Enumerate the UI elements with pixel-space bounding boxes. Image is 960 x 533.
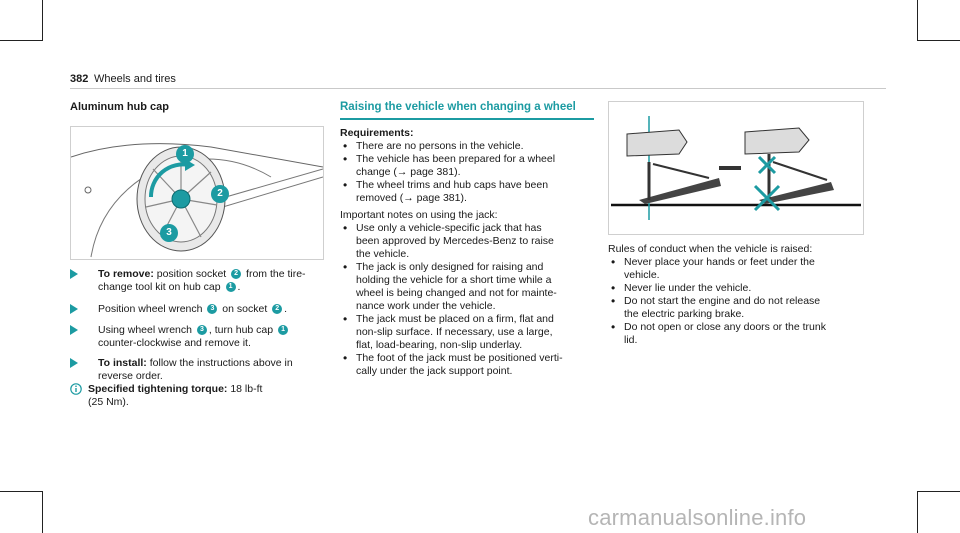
list-item: The wheel trims and hub caps have beenre… (340, 179, 600, 205)
list-item: There are no persons in the vehicle. (340, 140, 600, 153)
torque-value: 18 lb-ft (227, 383, 263, 395)
step-prefix: To remove: (98, 268, 154, 280)
ref-1: 1 (225, 282, 236, 293)
step-arrow-icon (70, 358, 78, 368)
heading-rule (340, 118, 594, 120)
page-number: 382 (70, 73, 89, 85)
crop-mark (42, 0, 43, 41)
list-item: Use only a vehicle-specific jack that ha… (340, 222, 600, 261)
notes-title: Important notes on using the jack: (340, 209, 498, 221)
section-title: Wheels and tires (94, 73, 176, 85)
ref-2: 2 (231, 269, 242, 280)
step-text: , turn hub cap (208, 324, 277, 336)
step-arrow-icon (70, 325, 78, 335)
rules-of-conduct: Rules of conduct when the vehicle is rai… (608, 243, 878, 347)
callout-2: 2 (211, 185, 229, 203)
watermark: carmanualsonline.info (588, 505, 807, 530)
hub-cap-figure: 1 2 3 (70, 126, 324, 260)
list-item: The jack is only designed for raising an… (340, 261, 600, 313)
step-text: on socket (219, 303, 271, 315)
list-item: Never lie under the vehicle. (608, 282, 878, 295)
ref-2: 2 (272, 304, 283, 315)
ref-3: 3 (207, 304, 218, 315)
list-item: The vehicle has been prepared for a whee… (340, 153, 600, 179)
step-text: . (237, 281, 241, 293)
crop-mark (0, 491, 42, 492)
crop-mark (917, 0, 918, 41)
ref-3: 3 (196, 325, 207, 336)
torque-metric: (25 Nm). (88, 396, 129, 408)
ref-1: 1 (278, 325, 289, 336)
callout-1: 1 (176, 145, 194, 163)
info-icon (70, 383, 82, 395)
list-item: The foot of the jack must be positioned … (340, 352, 600, 378)
jack-illustration (611, 116, 861, 220)
step-text: counter-clockwise and remove it. (98, 337, 251, 349)
hub-cap-heading: Aluminum hub cap (70, 101, 169, 113)
header-rule (70, 88, 886, 89)
list-item: The jack must be placed on a firm, flat … (340, 313, 600, 352)
list-item: Never place your hands or feet under the… (608, 256, 878, 282)
list-item: Do not open or close any doors or the tr… (608, 321, 878, 347)
callout-3: 3 (160, 224, 178, 242)
crop-mark (918, 491, 960, 492)
step-text: from the tire- (243, 268, 306, 280)
step-text: position socket (153, 268, 230, 280)
step-text: change tool kit on hub cap (98, 281, 224, 293)
step-text: . (284, 303, 288, 315)
step-text: reverse order. (98, 370, 163, 382)
list-item: Do not start the engine and do not relea… (608, 295, 878, 321)
hub-cap-illustration (70, 143, 324, 258)
step-prefix: To install: (98, 357, 147, 369)
requirements-title: Requirements: (340, 127, 414, 139)
crop-mark (918, 40, 960, 41)
jack-figure (608, 101, 864, 235)
requirements: Requirements: There are no persons in th… (340, 127, 600, 378)
step-text: follow the instructions above in (146, 357, 293, 369)
raising-heading: Raising the vehicle when changing a whee… (340, 101, 576, 113)
step-arrow-icon (70, 269, 78, 279)
torque-label: Specified tightening torque: (88, 383, 228, 395)
step-text: Using wheel wrench (98, 324, 195, 336)
crop-mark (917, 491, 918, 533)
crop-mark (0, 40, 42, 41)
crop-mark (42, 491, 43, 533)
step-text: Position wheel wrench (98, 303, 206, 315)
step-arrow-icon (70, 304, 78, 314)
rules-title: Rules of conduct when the vehicle is rai… (608, 243, 813, 255)
